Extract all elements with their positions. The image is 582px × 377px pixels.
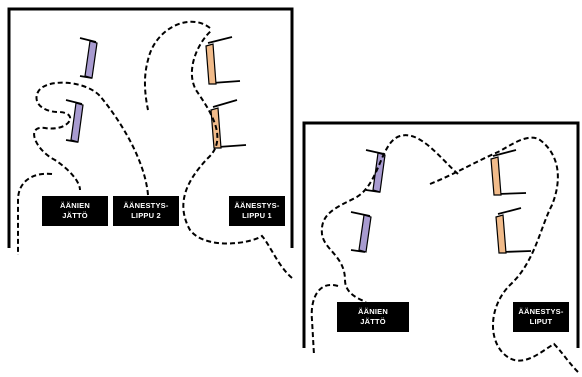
room-left-walls xyxy=(7,7,294,248)
flow-path-ballot1-to-ballot2 xyxy=(144,20,211,111)
room-right xyxy=(302,121,580,373)
label-ballot-2-line1: ÄÄNESTYS- xyxy=(123,201,169,210)
room-left xyxy=(7,7,294,279)
booth-orange-left-upper xyxy=(205,36,241,85)
booth-purple-left-lower xyxy=(65,99,84,143)
label-ballot-1-line2: LIPPU 1 xyxy=(242,211,272,220)
flow-path-drop-to-exit-right xyxy=(310,283,339,356)
label-ballot-2-line2: LIPPU 2 xyxy=(131,211,161,220)
label-vote-drop-right-line2: JÄTTÖ xyxy=(360,317,386,326)
label-vote-drop-left: ÄÄNIEN JÄTTÖ xyxy=(42,196,108,226)
booth-orange-right-upper xyxy=(490,149,527,196)
booth-purple-right-lower xyxy=(350,211,372,253)
label-ballot-1-line1: ÄÄNESTYS- xyxy=(234,201,280,210)
label-ballots-line1: ÄÄNESTYS- xyxy=(518,307,564,316)
label-ballot-2: ÄÄNESTYS- LIPPU 2 xyxy=(113,196,179,226)
flow-path-ballots-to-booths xyxy=(320,134,459,303)
label-vote-drop-right: ÄÄNIEN JÄTTÖ xyxy=(337,302,409,332)
flow-path-drop-to-exit xyxy=(17,172,53,255)
flow-path-ballot2-to-booths xyxy=(33,81,149,196)
label-vote-drop-left-line1: ÄÄNIEN xyxy=(60,201,90,210)
label-ballots-line2: LIPUT xyxy=(529,317,553,326)
booth-purple-right-upper xyxy=(365,149,386,193)
flow-path-entry-to-ballot1 xyxy=(182,29,293,279)
booth-purple-left-upper xyxy=(79,37,98,79)
booth-orange-right-lower xyxy=(495,207,532,254)
label-vote-drop-right-line1: ÄÄNIEN xyxy=(358,307,388,316)
flow-path-entry-to-ballots xyxy=(429,136,579,373)
room-right-walls xyxy=(302,121,580,348)
label-ballot-1: ÄÄNESTYS- LIPPU 1 xyxy=(229,196,285,226)
label-vote-drop-left-line2: JÄTTÖ xyxy=(62,211,88,220)
label-ballots: ÄÄNESTYS- LIPUT xyxy=(513,302,569,332)
